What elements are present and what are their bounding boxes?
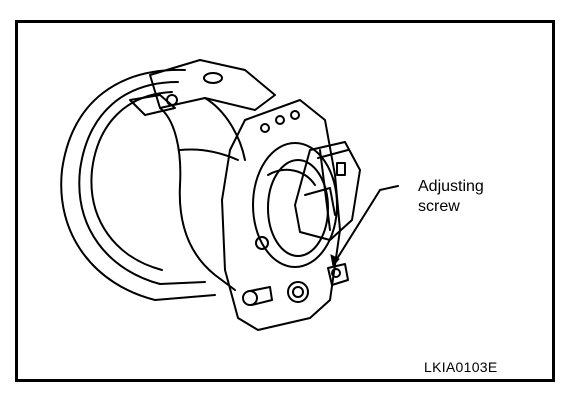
plate-screw-3 <box>287 281 309 303</box>
callout-line-2: screw <box>418 198 460 215</box>
bracket-bolt <box>166 94 178 106</box>
adjusting-screw <box>327 263 349 286</box>
socket-ring-outer <box>252 142 338 268</box>
plate-screw-1 <box>255 236 269 250</box>
lens-rim-lip <box>90 91 173 271</box>
leader-line <box>334 185 399 263</box>
adjusting-screw-callout: Adjusting screw <box>418 177 484 217</box>
lens-rim-outer <box>60 68 216 301</box>
leader-arrowhead <box>330 254 340 268</box>
top-bracket <box>149 59 276 111</box>
lamp-body <box>159 107 236 291</box>
mount-plate <box>221 99 341 331</box>
bracket-hole <box>203 72 223 84</box>
socket-ring-inner <box>267 159 329 257</box>
figure-code: LKIA0103E <box>424 359 498 375</box>
callout-line-1: Adjusting <box>418 178 484 195</box>
lens-rim-inner <box>78 81 206 285</box>
plate-screw-2 <box>242 290 258 306</box>
bulb-connector <box>294 141 361 241</box>
figure-frame <box>15 20 555 382</box>
